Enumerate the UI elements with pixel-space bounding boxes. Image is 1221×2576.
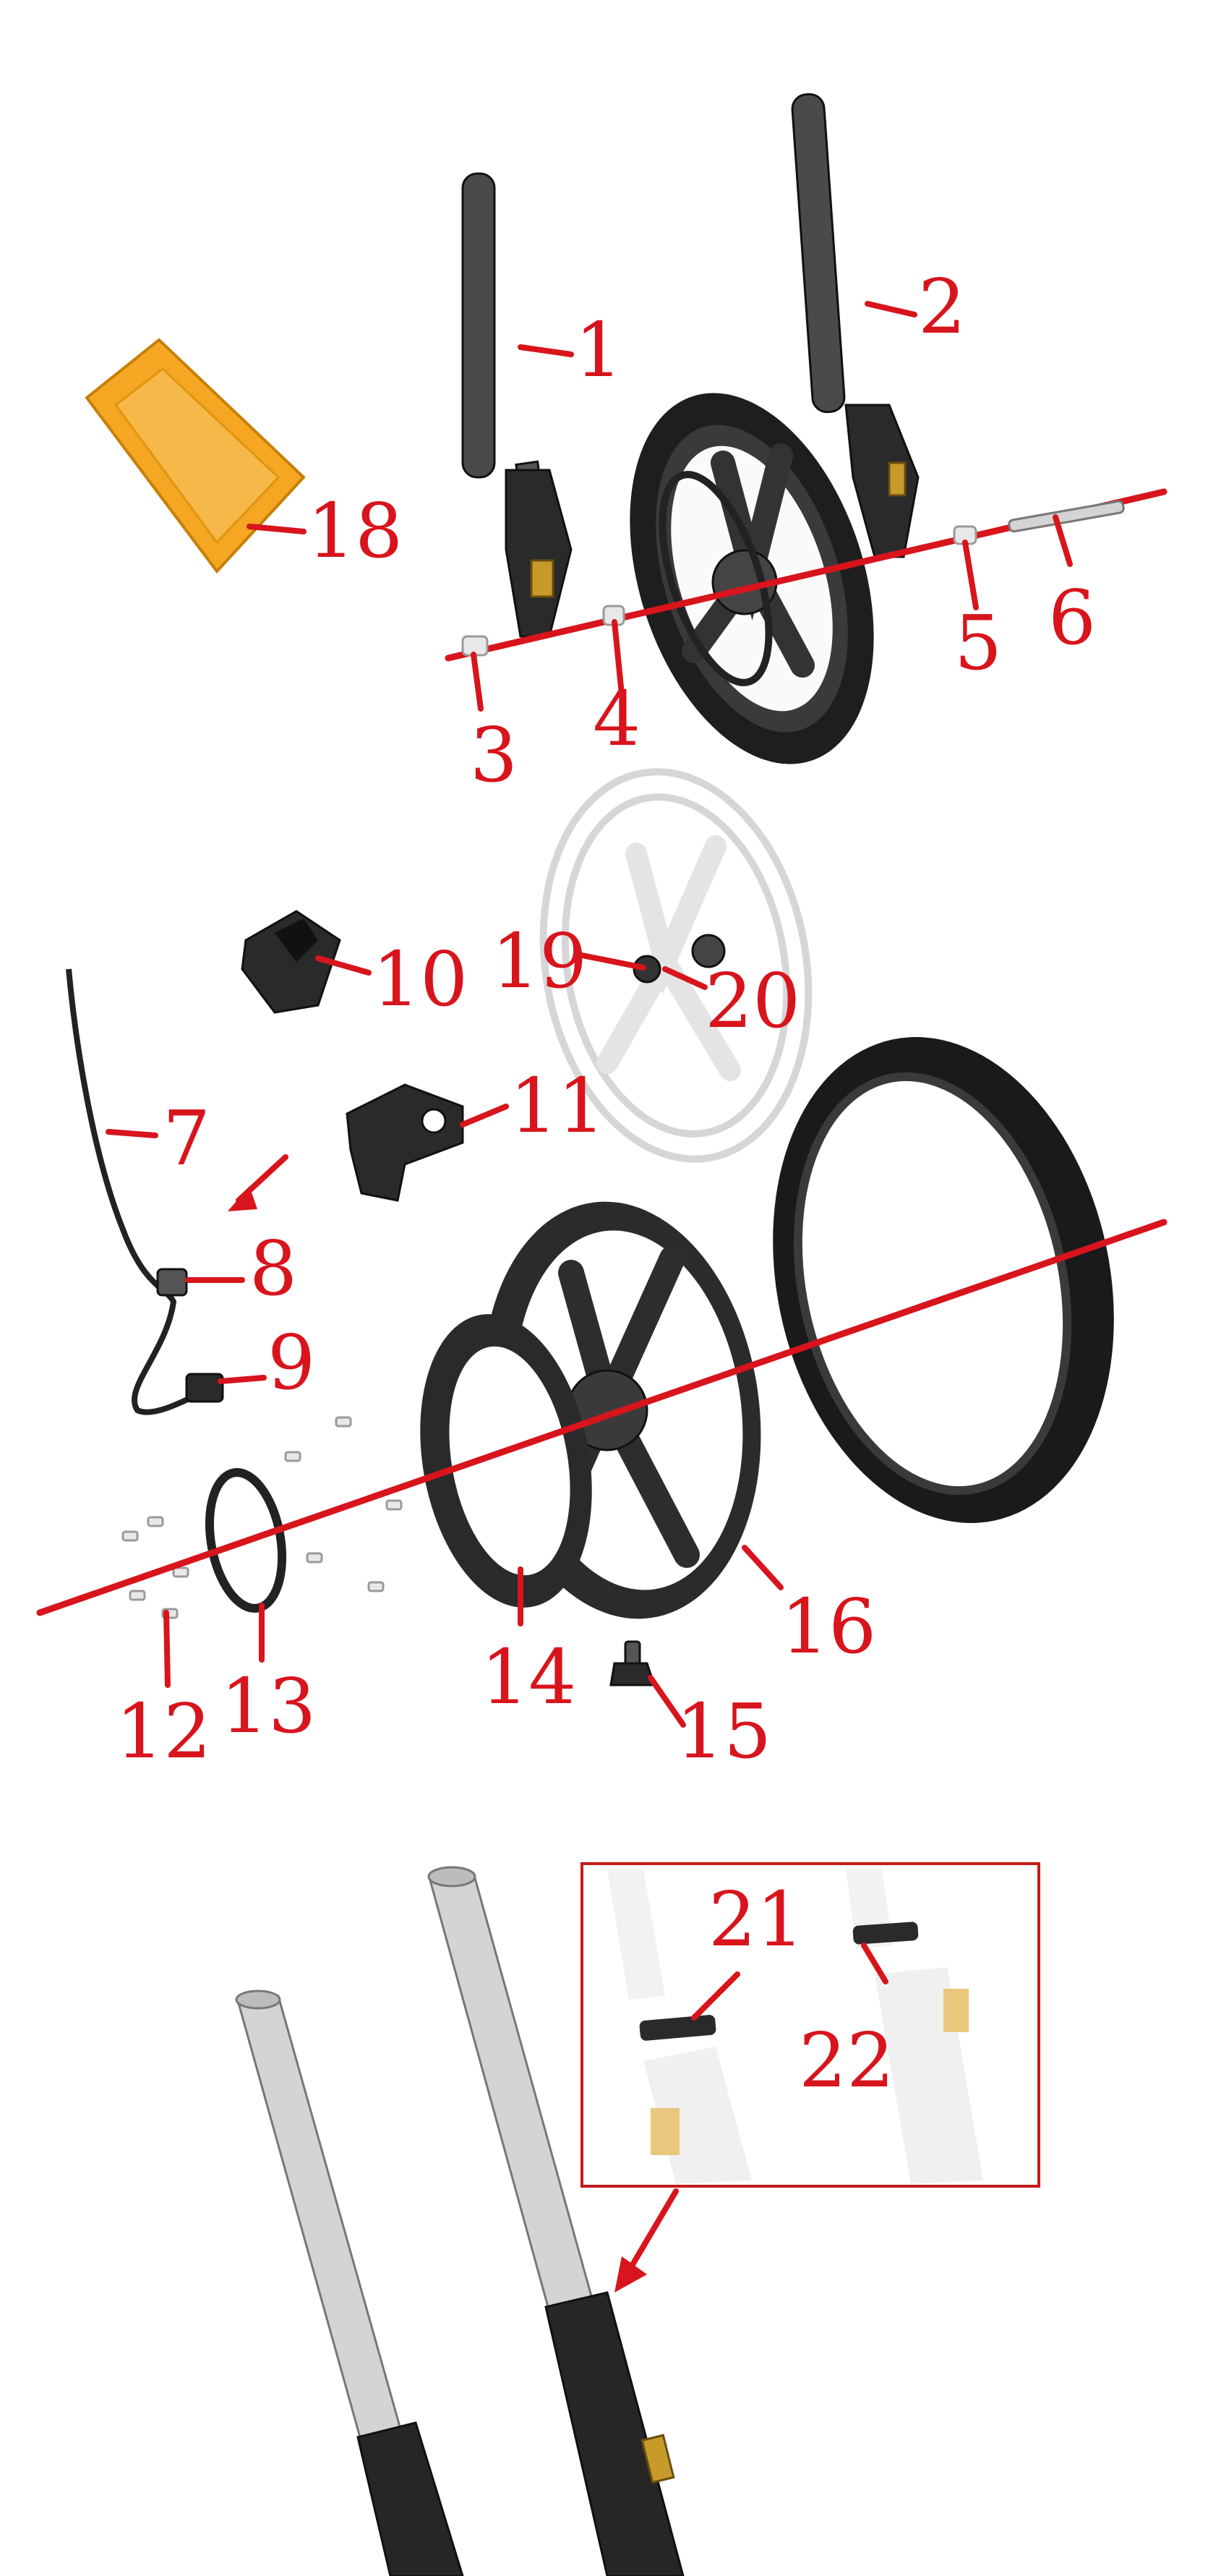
callout-13: 13 bbox=[220, 1662, 316, 1750]
callout-12: 12 bbox=[116, 1687, 211, 1775]
callout-18: 18 bbox=[307, 487, 403, 575]
callout-5: 5 bbox=[954, 599, 1002, 687]
brake-disc bbox=[420, 1314, 592, 1608]
callout-1: 1 bbox=[575, 306, 622, 394]
callout-6: 6 bbox=[1048, 573, 1096, 662]
callout-4: 4 bbox=[593, 675, 641, 763]
abs-sensor-cable bbox=[66, 968, 224, 1415]
leader-20 bbox=[662, 966, 708, 990]
callout-16: 16 bbox=[781, 1582, 876, 1671]
seal-inset bbox=[580, 1862, 1040, 2188]
leader-5 bbox=[962, 539, 979, 610]
wheel-axis-line bbox=[36, 1219, 1168, 1616]
front-tire bbox=[773, 1037, 1114, 1523]
front-axle-6 bbox=[1008, 500, 1125, 533]
ghost-wheel-bearings bbox=[539, 768, 813, 1163]
callout-8: 8 bbox=[249, 1224, 297, 1313]
disc-bolts bbox=[121, 1416, 403, 1619]
callout-20: 20 bbox=[705, 957, 800, 1045]
direction-arrow-inset bbox=[614, 2188, 679, 2293]
callout-22: 22 bbox=[799, 2016, 894, 2104]
leader-21 bbox=[691, 1971, 740, 2021]
leader-22 bbox=[861, 1942, 888, 1984]
inset-frame bbox=[580, 1862, 1040, 2188]
callout-7: 7 bbox=[163, 1094, 210, 1182]
leader-15 bbox=[648, 1675, 686, 1728]
leader-16 bbox=[742, 1545, 784, 1590]
leader-19 bbox=[575, 952, 646, 971]
callout-19: 19 bbox=[492, 917, 587, 1005]
leader-3 bbox=[471, 652, 484, 712]
callout-11: 11 bbox=[510, 1062, 605, 1150]
callout-15: 15 bbox=[676, 1687, 771, 1775]
callout-9: 9 bbox=[267, 1318, 315, 1407]
abs-tone-ring bbox=[205, 1468, 287, 1613]
callout-3: 3 bbox=[470, 711, 518, 799]
callout-21: 21 bbox=[708, 1875, 804, 1963]
abs-sensor-9 bbox=[185, 1373, 224, 1403]
leader-4 bbox=[612, 619, 625, 697]
fork-tube-right bbox=[427, 1866, 685, 2576]
fork-tube-left bbox=[235, 1989, 464, 2576]
leader-11 bbox=[460, 1104, 509, 1127]
leader-7 bbox=[106, 1129, 158, 1138]
fork-seal-21 bbox=[639, 2015, 716, 2041]
bearing-19 bbox=[633, 955, 661, 984]
dust-seal-22 bbox=[852, 1922, 919, 1945]
callout-14: 14 bbox=[481, 1633, 576, 1721]
assembled-front-wheel bbox=[630, 393, 874, 764]
bearing-20 bbox=[691, 934, 726, 968]
leader-9 bbox=[218, 1375, 267, 1384]
leader-10 bbox=[315, 955, 372, 976]
callout-2: 2 bbox=[918, 263, 966, 351]
callout-10: 10 bbox=[372, 935, 468, 1023]
leader-12 bbox=[163, 1610, 171, 1688]
leader-1 bbox=[518, 344, 574, 357]
fork-leg-left bbox=[461, 172, 573, 638]
tire-valve bbox=[609, 1640, 656, 1686]
direction-arrow-sensor bbox=[228, 1154, 288, 1211]
leader-6 bbox=[1053, 514, 1073, 567]
reflector bbox=[85, 338, 306, 574]
leader-2 bbox=[865, 301, 917, 317]
sensor-grommet-8 bbox=[156, 1268, 188, 1297]
front-axle-line bbox=[445, 488, 1168, 662]
fork-leg-right bbox=[791, 93, 920, 558]
sensor-clip bbox=[241, 910, 341, 1014]
sensor-bracket bbox=[346, 1083, 464, 1202]
leader-18 bbox=[247, 524, 307, 534]
